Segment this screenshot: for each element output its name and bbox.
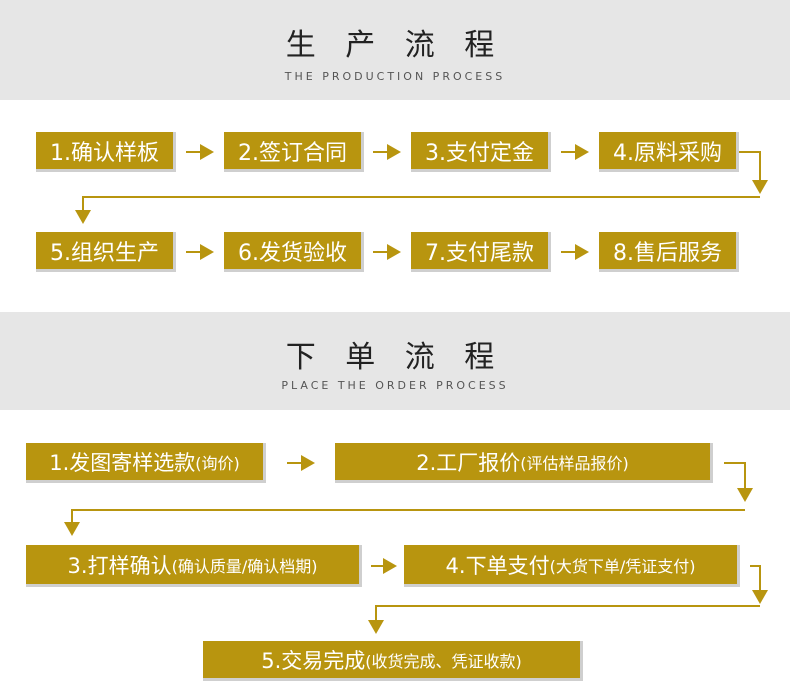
- production-step-4: 4.原料采购: [599, 132, 739, 172]
- order-step-5-main: 5.交易完成: [261, 648, 366, 673]
- production-step-7: 7.支付尾款: [411, 232, 551, 272]
- production-step-3: 3.支付定金: [411, 132, 551, 172]
- order-subtitle: PLACE THE ORDER PROCESS: [281, 379, 509, 392]
- arrow-connector-icon: [750, 565, 761, 595]
- order-step-1-note: (询价): [195, 453, 240, 473]
- order-step-4-main: 4.下单支付: [445, 553, 550, 578]
- production-step-5: 5.组织生产: [36, 232, 176, 272]
- arrow-connector-icon: [375, 605, 760, 622]
- production-title: 生 产 流 程: [285, 28, 505, 63]
- order-step-2: 2.工厂报价(评估样品报价): [335, 443, 713, 483]
- production-step-1: 1.确认样板: [36, 132, 176, 172]
- arrow-connector-icon: [724, 462, 746, 495]
- order-step-1-main: 1.发图寄样选款: [49, 450, 196, 475]
- production-step-2: 2.签订合同: [224, 132, 364, 172]
- arrow-connector-icon: [739, 151, 761, 188]
- order-step-3: 3.打样确认(确认质量/确认档期): [26, 545, 362, 587]
- order-step-3-note: (确认质量/确认档期): [171, 556, 318, 576]
- order-step-5-note: (收货完成、凭证收款): [365, 651, 522, 671]
- order-step-4: 4.下单支付(大货下单/凭证支付): [404, 545, 740, 587]
- order-step-2-note: (评估样品报价): [520, 453, 629, 473]
- order-step-3-main: 3.打样确认: [67, 553, 172, 578]
- order-step-4-note: (大货下单/凭证支付): [549, 556, 696, 576]
- production-header: 生 产 流 程 THE PRODUCTION PROCESS: [0, 0, 790, 100]
- order-step-2-main: 2.工厂报价: [416, 450, 521, 475]
- arrow-connector-icon: [82, 196, 760, 212]
- order-title: 下 单 流 程: [285, 340, 505, 375]
- order-header: 下 单 流 程 PLACE THE ORDER PROCESS: [0, 312, 790, 410]
- order-step-5: 5.交易完成(收货完成、凭证收款): [203, 641, 583, 681]
- order-step-1: 1.发图寄样选款(询价): [26, 443, 266, 483]
- production-step-8: 8.售后服务: [599, 232, 739, 272]
- production-subtitle: THE PRODUCTION PROCESS: [284, 70, 506, 83]
- production-step-6: 6.发货验收: [224, 232, 364, 272]
- arrow-connector-icon: [71, 509, 745, 525]
